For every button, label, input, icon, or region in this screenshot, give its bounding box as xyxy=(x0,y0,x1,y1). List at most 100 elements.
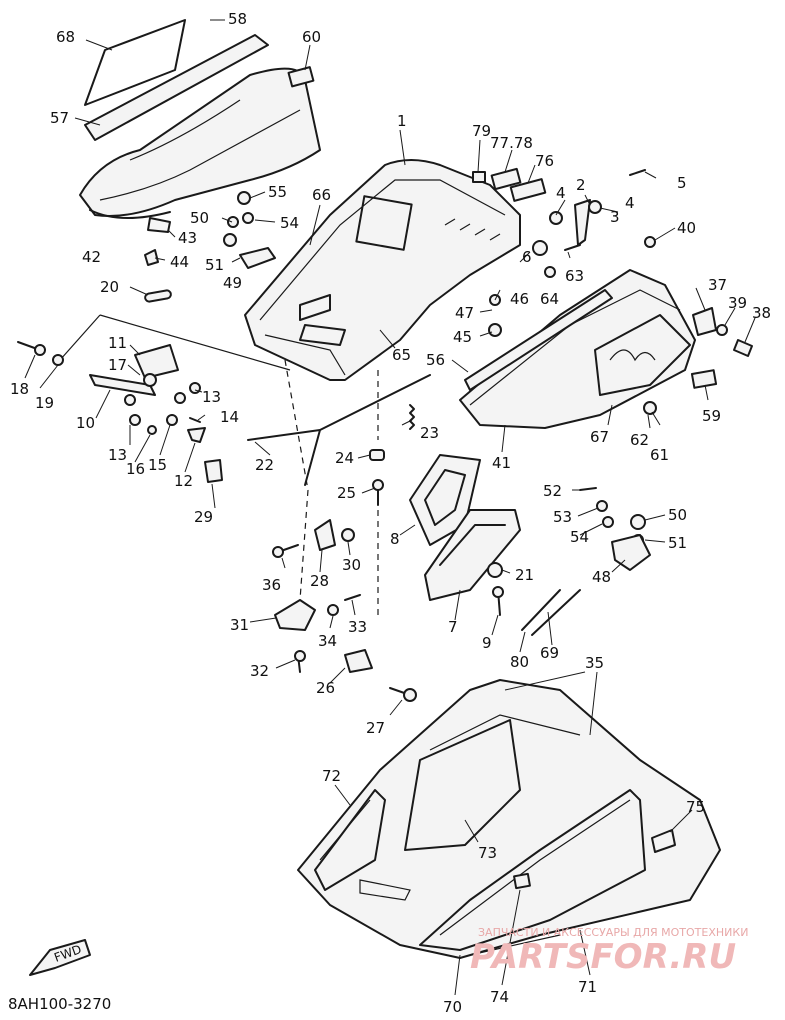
callout-4-right: 4 xyxy=(625,194,635,212)
callout-8: 8 xyxy=(390,530,400,548)
vent-75 xyxy=(651,829,676,853)
callout-79: 79 xyxy=(472,122,491,140)
callout-13-left: 13 xyxy=(108,446,127,464)
callout-56: 56 xyxy=(426,351,445,369)
callout-labels: 68 58 60 57 1 79 77.78 76 5 2 4 4 3 40 6… xyxy=(10,10,771,1016)
watermark: ЗАПЧАСТИ И АКСЕССУАРЫ ДЛЯ МОТОТЕХНИКИ PA… xyxy=(470,926,748,977)
bracket-60 xyxy=(287,66,315,88)
callout-54-top: 54 xyxy=(280,214,299,232)
callout-49: 49 xyxy=(223,274,242,292)
cowl-vent-left xyxy=(299,294,331,321)
link-2 xyxy=(574,199,591,246)
callout-69: 69 xyxy=(540,644,559,662)
callout-27: 27 xyxy=(366,719,385,737)
watermark-line1: ЗАПЧАСТИ И АКСЕССУАРЫ ДЛЯ МОТОТЕХНИКИ xyxy=(478,926,748,939)
air-vent-assembly xyxy=(409,454,581,636)
callout-13-right: 13 xyxy=(202,388,221,406)
fwd-arrow: FWD xyxy=(29,939,91,976)
callout-22: 22 xyxy=(255,456,274,474)
callout-5: 5 xyxy=(677,174,687,192)
clip-24 xyxy=(369,449,385,461)
callout-37: 37 xyxy=(708,276,727,294)
windshield-film xyxy=(84,19,186,106)
callout-6: 6 xyxy=(522,248,532,266)
callout-11: 11 xyxy=(108,334,127,352)
callout-75: 75 xyxy=(686,798,705,816)
bracket-76 xyxy=(509,178,547,202)
bracket-31 xyxy=(274,599,316,631)
slot-74 xyxy=(513,872,531,890)
cable-22 xyxy=(247,374,431,441)
diagram-code: 8AH100-3270 xyxy=(8,995,111,1013)
lower-left-mounts xyxy=(272,519,417,702)
callout-9: 9 xyxy=(482,634,492,652)
callout-16: 16 xyxy=(126,460,145,478)
bracket-37 xyxy=(692,307,717,336)
callout-28: 28 xyxy=(310,572,329,590)
callout-34: 34 xyxy=(318,632,337,650)
bracket-49 xyxy=(239,247,276,269)
callout-30: 30 xyxy=(342,556,361,574)
callout-26: 26 xyxy=(316,679,335,697)
strip-69 xyxy=(531,589,581,636)
strip-20 xyxy=(144,289,172,303)
callout-58: 58 xyxy=(228,10,247,28)
callout-73: 73 xyxy=(478,844,497,862)
callout-43: 43 xyxy=(178,229,197,247)
left-bracket-assembly xyxy=(17,314,291,483)
callout-12: 12 xyxy=(174,472,193,490)
rail-56 xyxy=(464,289,613,391)
callout-76: 76 xyxy=(535,152,554,170)
callout-2: 2 xyxy=(576,176,586,194)
callout-29: 29 xyxy=(194,508,213,526)
main-cowl xyxy=(244,159,521,381)
callout-68: 68 xyxy=(56,28,75,46)
callout-20: 20 xyxy=(100,278,119,296)
callout-15: 15 xyxy=(148,456,167,474)
callout-42: 42 xyxy=(82,248,101,266)
callout-53: 53 xyxy=(553,508,572,526)
callout-51-top: 51 xyxy=(205,256,224,274)
callout-44: 44 xyxy=(170,253,189,271)
callout-47: 47 xyxy=(455,304,474,322)
windshield xyxy=(79,67,321,217)
callout-64: 64 xyxy=(540,290,559,308)
callout-70: 70 xyxy=(443,998,462,1016)
callout-25: 25 xyxy=(337,484,356,502)
callout-7: 7 xyxy=(448,618,458,636)
callout-54-right: 54 xyxy=(570,528,589,546)
panel-41 xyxy=(459,269,696,429)
callout-10: 10 xyxy=(76,414,95,432)
hardware-right-middle xyxy=(579,487,651,571)
pad-59 xyxy=(690,369,718,389)
cowl-vent-right xyxy=(299,324,346,346)
callout-48: 48 xyxy=(592,568,611,586)
callout-4-top: 4 xyxy=(556,184,566,202)
callout-36: 36 xyxy=(262,576,281,594)
callout-51-right: 51 xyxy=(668,534,687,552)
callout-3: 3 xyxy=(610,208,620,226)
callout-38: 38 xyxy=(752,304,771,322)
callout-57: 57 xyxy=(50,109,69,127)
callout-32: 32 xyxy=(250,662,269,680)
vent-duct-7 xyxy=(424,509,521,601)
callout-14: 14 xyxy=(220,408,239,426)
decal-59-area xyxy=(594,314,691,396)
cowl-vent xyxy=(355,195,413,251)
callout-62: 62 xyxy=(630,431,649,449)
callout-19: 19 xyxy=(35,394,54,412)
callout-66: 66 xyxy=(312,186,331,204)
hardware-upper-right xyxy=(472,167,656,337)
callout-72: 72 xyxy=(322,767,341,785)
vent-72 xyxy=(314,789,386,891)
callout-60: 60 xyxy=(302,28,321,46)
cowl-body xyxy=(244,159,521,381)
strip-80 xyxy=(521,589,561,631)
callout-33: 33 xyxy=(348,618,367,636)
callout-21: 21 xyxy=(515,566,534,584)
cable-assembly xyxy=(247,359,431,620)
callout-80: 80 xyxy=(510,653,529,671)
vent-grille-8-inner xyxy=(424,469,466,526)
bracket-48 xyxy=(611,534,651,571)
